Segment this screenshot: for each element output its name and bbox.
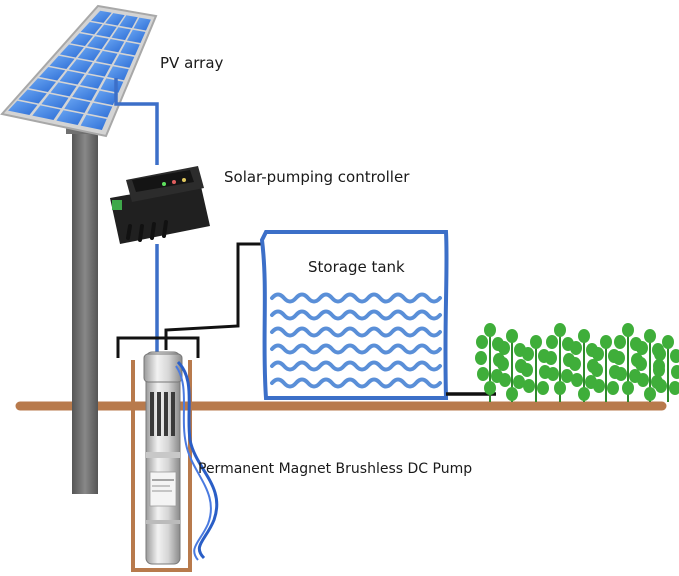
solar-cell bbox=[105, 13, 125, 26]
pv-array-label: PV array bbox=[160, 54, 224, 72]
solar-cell bbox=[68, 59, 93, 73]
controller-label: Solar-pumping controller bbox=[224, 168, 410, 186]
solar-cell bbox=[103, 39, 125, 53]
water-wave bbox=[270, 309, 442, 321]
pump-to-tank-pipe bbox=[164, 242, 290, 350]
solar-cell bbox=[95, 50, 118, 65]
solar-cell bbox=[49, 55, 75, 69]
panel-to-controller-wire bbox=[114, 78, 159, 165]
solar-cell bbox=[133, 17, 151, 31]
panel-pole bbox=[72, 128, 98, 494]
solar-cell bbox=[80, 22, 103, 35]
solar-cell bbox=[111, 27, 131, 41]
water-wave bbox=[270, 326, 442, 338]
solar-cell bbox=[87, 36, 109, 50]
pump-cable bbox=[176, 360, 219, 560]
plant bbox=[521, 335, 551, 402]
solar-cell bbox=[120, 41, 140, 56]
solar-cell bbox=[80, 74, 104, 89]
solar-cell bbox=[18, 89, 47, 104]
dc-pump bbox=[143, 351, 183, 565]
solar-cell bbox=[59, 70, 85, 85]
solar-cell bbox=[126, 29, 146, 43]
storage-tank bbox=[259, 230, 449, 400]
solar-cell bbox=[87, 102, 113, 118]
solar-cell bbox=[96, 24, 117, 38]
solar-cell bbox=[59, 44, 84, 58]
solar-cell bbox=[56, 110, 84, 125]
solar-cell bbox=[39, 67, 66, 81]
plant bbox=[591, 335, 621, 402]
storage-tank-label: Storage tank bbox=[308, 258, 405, 276]
solar-cell bbox=[80, 114, 107, 130]
plant bbox=[545, 323, 575, 402]
water-wave bbox=[270, 360, 442, 372]
solar-cell bbox=[28, 78, 56, 92]
water-wave bbox=[270, 377, 442, 389]
solar-cell bbox=[64, 98, 91, 113]
well-casing bbox=[116, 336, 200, 358]
solar-cell bbox=[8, 100, 38, 115]
solar-cell bbox=[32, 105, 61, 120]
solar-cell bbox=[77, 47, 101, 61]
plant bbox=[653, 335, 679, 402]
pv-array-panel bbox=[0, 4, 158, 138]
solar-cell bbox=[41, 93, 69, 109]
solar-cell bbox=[93, 90, 118, 106]
water-wave bbox=[270, 292, 442, 304]
solar-cell bbox=[119, 15, 138, 28]
solar-cell bbox=[107, 66, 129, 81]
solar-cell bbox=[113, 54, 135, 68]
solar-pumping-controller bbox=[110, 166, 210, 244]
solar-cell bbox=[70, 33, 94, 46]
pump-label: Permanent Magnet Brushless DC Pump bbox=[198, 461, 473, 477]
plant bbox=[497, 329, 527, 402]
crop-plants bbox=[475, 323, 679, 402]
water-wave bbox=[270, 343, 442, 355]
solar-cell bbox=[72, 86, 98, 101]
solar-cell bbox=[87, 62, 111, 77]
solar-cell bbox=[91, 10, 112, 23]
well-shaft bbox=[131, 360, 192, 572]
solar-cell bbox=[50, 82, 77, 97]
